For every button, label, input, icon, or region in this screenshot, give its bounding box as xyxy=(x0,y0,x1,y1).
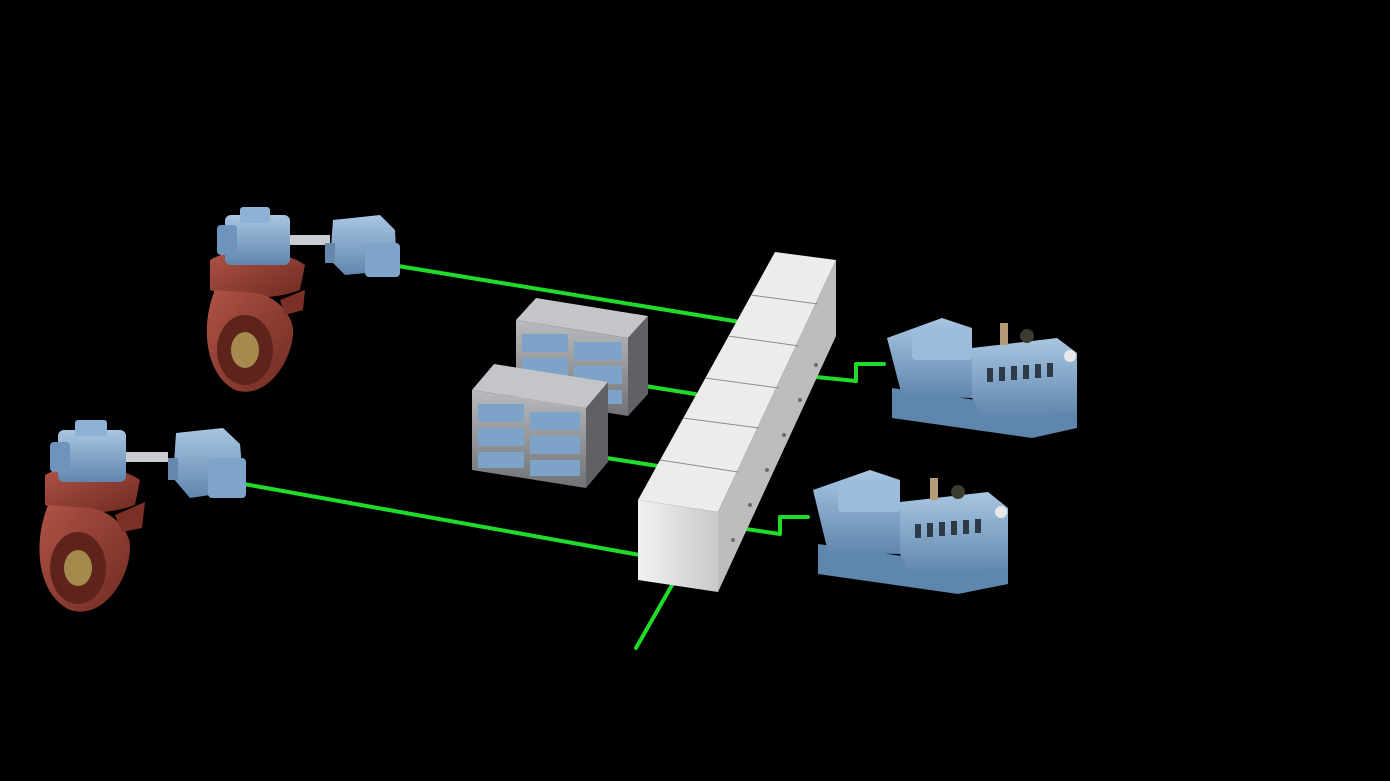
connection-line xyxy=(643,384,697,396)
switchboard-icon xyxy=(638,252,836,592)
connection-line xyxy=(598,455,660,468)
connection-line xyxy=(242,482,642,557)
battery-rack-icon xyxy=(472,364,608,488)
diesel-genset-icon xyxy=(813,470,1008,594)
connection-line xyxy=(396,264,742,324)
diesel-genset-icon xyxy=(887,318,1077,438)
connection-line xyxy=(730,515,810,536)
connection-line xyxy=(804,362,886,383)
connection-line xyxy=(634,583,674,650)
electric-motor-icon xyxy=(168,428,246,498)
azimuth-thruster-icon xyxy=(206,207,330,392)
electric-motor-icon xyxy=(325,215,400,277)
azimuth-thruster-icon xyxy=(39,420,168,612)
